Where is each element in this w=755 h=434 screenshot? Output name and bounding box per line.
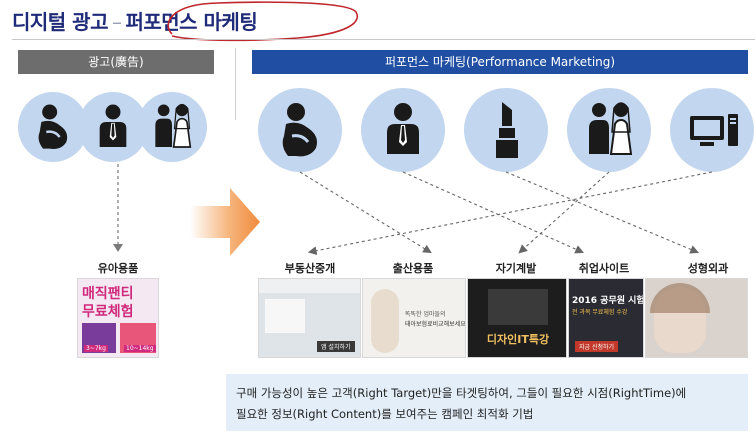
section-divider [235,48,236,120]
maternity-line2: 태아보험료비교해보세요 [405,321,466,328]
wedding-couple-icon [589,102,633,155]
page-title: 디지털 광고–퍼포먼스 마케팅 [12,6,258,35]
ad-category-label: 유아용품 [97,262,139,275]
transition-arrow [190,188,260,256]
pregnant-photo [371,289,399,353]
ad-thumbnail-diaper: 매직팬티 무료체험 3~7kg 10~14kg [77,278,159,358]
title-divider [12,39,755,40]
window-shape [265,299,305,333]
category-label-cosmetic: 성형외과 [687,262,729,275]
ad-arrow-down [113,164,123,252]
app-install-button: 앱 설치하기 [317,341,355,352]
info-description: 구매 가능성이 높은 고객(Right Target)만을 타겟팅하여, 그들이… [226,374,748,431]
title-separator: – [111,10,122,34]
performance-section-header: 퍼포먼스 마케팅(Performance Marketing) [252,50,748,74]
model-hair [650,283,710,313]
audience-circle-computer [670,88,754,172]
title-highlight: 퍼포먼스 마케팅 [125,10,258,34]
computer-icon [690,114,738,146]
audience-circle-lipstick [464,88,548,172]
diaper-banner-line2: 무료체험 [82,304,134,320]
ad-section-header: 광고(廣告) [18,50,214,74]
thumbnail-maternity: 똑똑한 엄마들의 태아보험료비교해보세요 [362,278,466,358]
thumbnail-jobsite: 2016 공무원 시험 전 과목 무료체험 수강 지금 신청하기 [568,278,644,358]
job-subtitle: 전 과목 무료체험 수강 [572,309,628,316]
ad-circle-businessman [78,92,148,162]
selfdev-caption: 디자인IT특강 [486,333,550,346]
wedding-couple-icon [155,103,192,148]
diaper-banner-line1: 매직팬티 [82,286,134,302]
thumbnail-selfdev: 디자인IT특강 [467,278,567,358]
category-label-maternity: 출산용품 [392,262,434,275]
diaper-tag-small: 3~7kg [84,345,108,352]
ad-circle-couple [137,92,207,162]
thumbnail-realestate: 앱 설치하기 [258,278,361,358]
title-prefix: 디지털 광고 [12,10,108,34]
job-apply-button: 지금 신청하기 [575,341,619,352]
category-label-selfdev: 자기계발 [495,262,537,275]
audience-circle-couple [567,88,651,172]
job-title: 2016 공무원 시험 [572,296,644,306]
businessman-icon [99,104,127,147]
category-label-realestate: 부동산중개 [284,262,336,275]
info-line2: 필요한 정보(Right Content)를 보여주는 캠페인 최적화 기법 [236,407,534,421]
pregnant-woman-icon [38,104,68,149]
maternity-line1: 똑똑한 엄마들의 [405,311,446,318]
targeting-connectors [299,171,713,256]
highlight-ring [167,1,359,42]
diaper-tag-large: 10~14kg [124,345,156,352]
audience-circle-businessman [361,88,445,172]
device-graphic [488,289,548,325]
pregnant-woman-icon [282,103,317,157]
info-line1: 구매 가능성이 높은 고객(Right Target)만을 타겟팅하여, 그들이… [236,386,687,400]
businessman-icon [387,103,419,154]
lipstick-icon [496,102,518,158]
audience-circle-pregnant [258,88,342,172]
thumbnail-cosmetic [645,278,748,358]
ad-circle-pregnant [18,92,88,162]
category-label-jobsite: 취업사이트 [578,262,630,275]
